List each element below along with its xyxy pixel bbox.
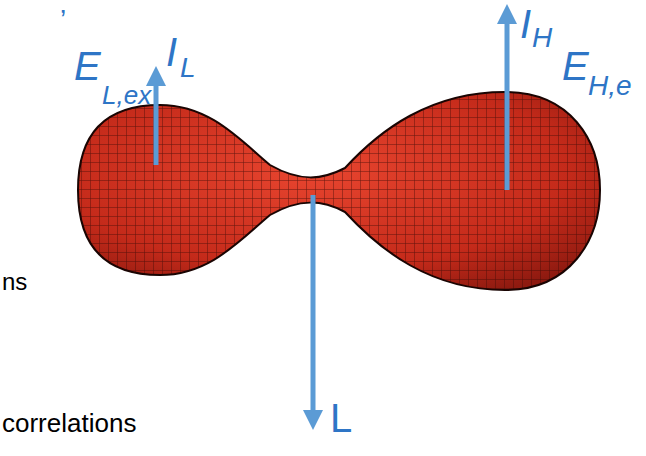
energy-symbol: E	[562, 46, 589, 86]
subscript: L,ex	[102, 82, 151, 108]
subscript: L	[180, 54, 196, 82]
cut-text: correlations	[2, 410, 136, 436]
nucleus-shape	[70, 85, 610, 300]
energy-symbol: E	[74, 46, 101, 86]
apostrophe: ’	[60, 6, 66, 34]
orbital-arrow	[311, 195, 316, 420]
spin-symbol: I	[166, 32, 177, 72]
subscript: H,e	[588, 72, 632, 100]
subscript: H	[532, 24, 552, 52]
orbital-symbol: L	[330, 398, 352, 438]
spin-arrow-light	[154, 76, 159, 165]
spin-symbol: I	[520, 4, 531, 44]
spin-arrow-heavy	[505, 14, 510, 190]
cut-text: ns	[2, 270, 27, 294]
